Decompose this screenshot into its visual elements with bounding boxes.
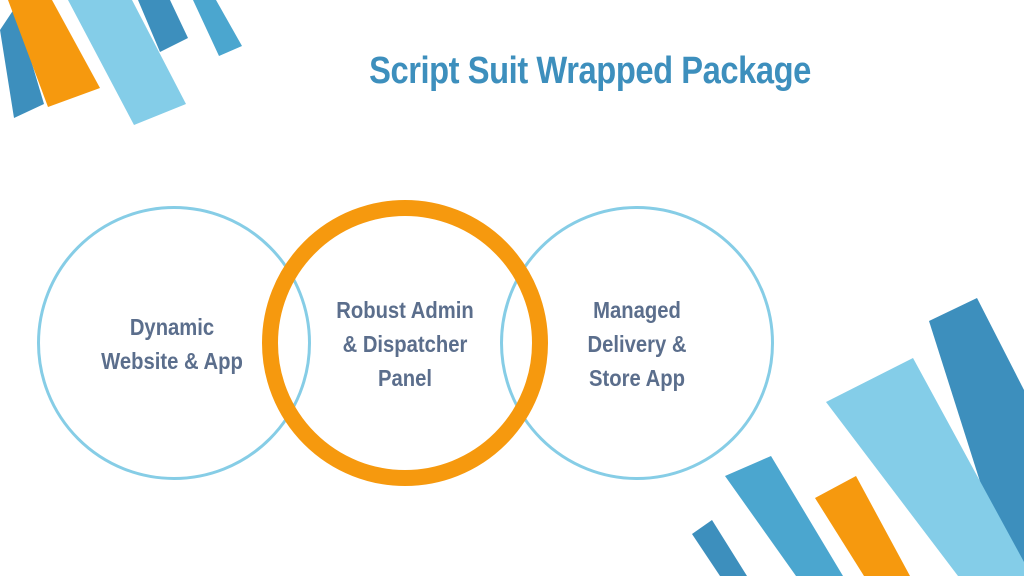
circle-label-website-app: Dynamic Website & App <box>75 310 269 378</box>
stripe-light-blue-large <box>826 358 1024 576</box>
stripe-light-blue <box>68 0 186 125</box>
circle-label-delivery-store: Managed Delivery & Store App <box>540 293 734 395</box>
label-line: Store App <box>589 365 685 391</box>
stripe-orange <box>8 0 100 107</box>
bottom-right-stripes <box>692 298 1024 576</box>
slide-title: Script Suit Wrapped Package <box>369 50 811 92</box>
label-line: Robust Admin <box>336 297 474 323</box>
stripe-blue-bottom <box>725 456 843 576</box>
label-line: Website & App <box>101 348 243 374</box>
label-line: & Dispatcher <box>342 331 468 357</box>
stripe-orange-bottom <box>815 476 910 576</box>
stripe-dark-blue-large <box>929 298 1024 576</box>
stripe-dark-blue <box>0 0 44 118</box>
stripe-dark-blue-small <box>138 0 188 52</box>
label-line: Panel <box>377 365 433 391</box>
top-left-stripes <box>0 0 242 125</box>
label-line: Delivery & <box>587 331 687 357</box>
circle-label-admin-panel: Robust Admin & Dispatcher Panel <box>308 293 502 395</box>
label-line: Dynamic <box>129 314 215 340</box>
stripe-blue-small <box>193 0 242 56</box>
label-line: Managed <box>593 297 681 323</box>
stripe-dark-blue-bottom <box>692 520 747 576</box>
